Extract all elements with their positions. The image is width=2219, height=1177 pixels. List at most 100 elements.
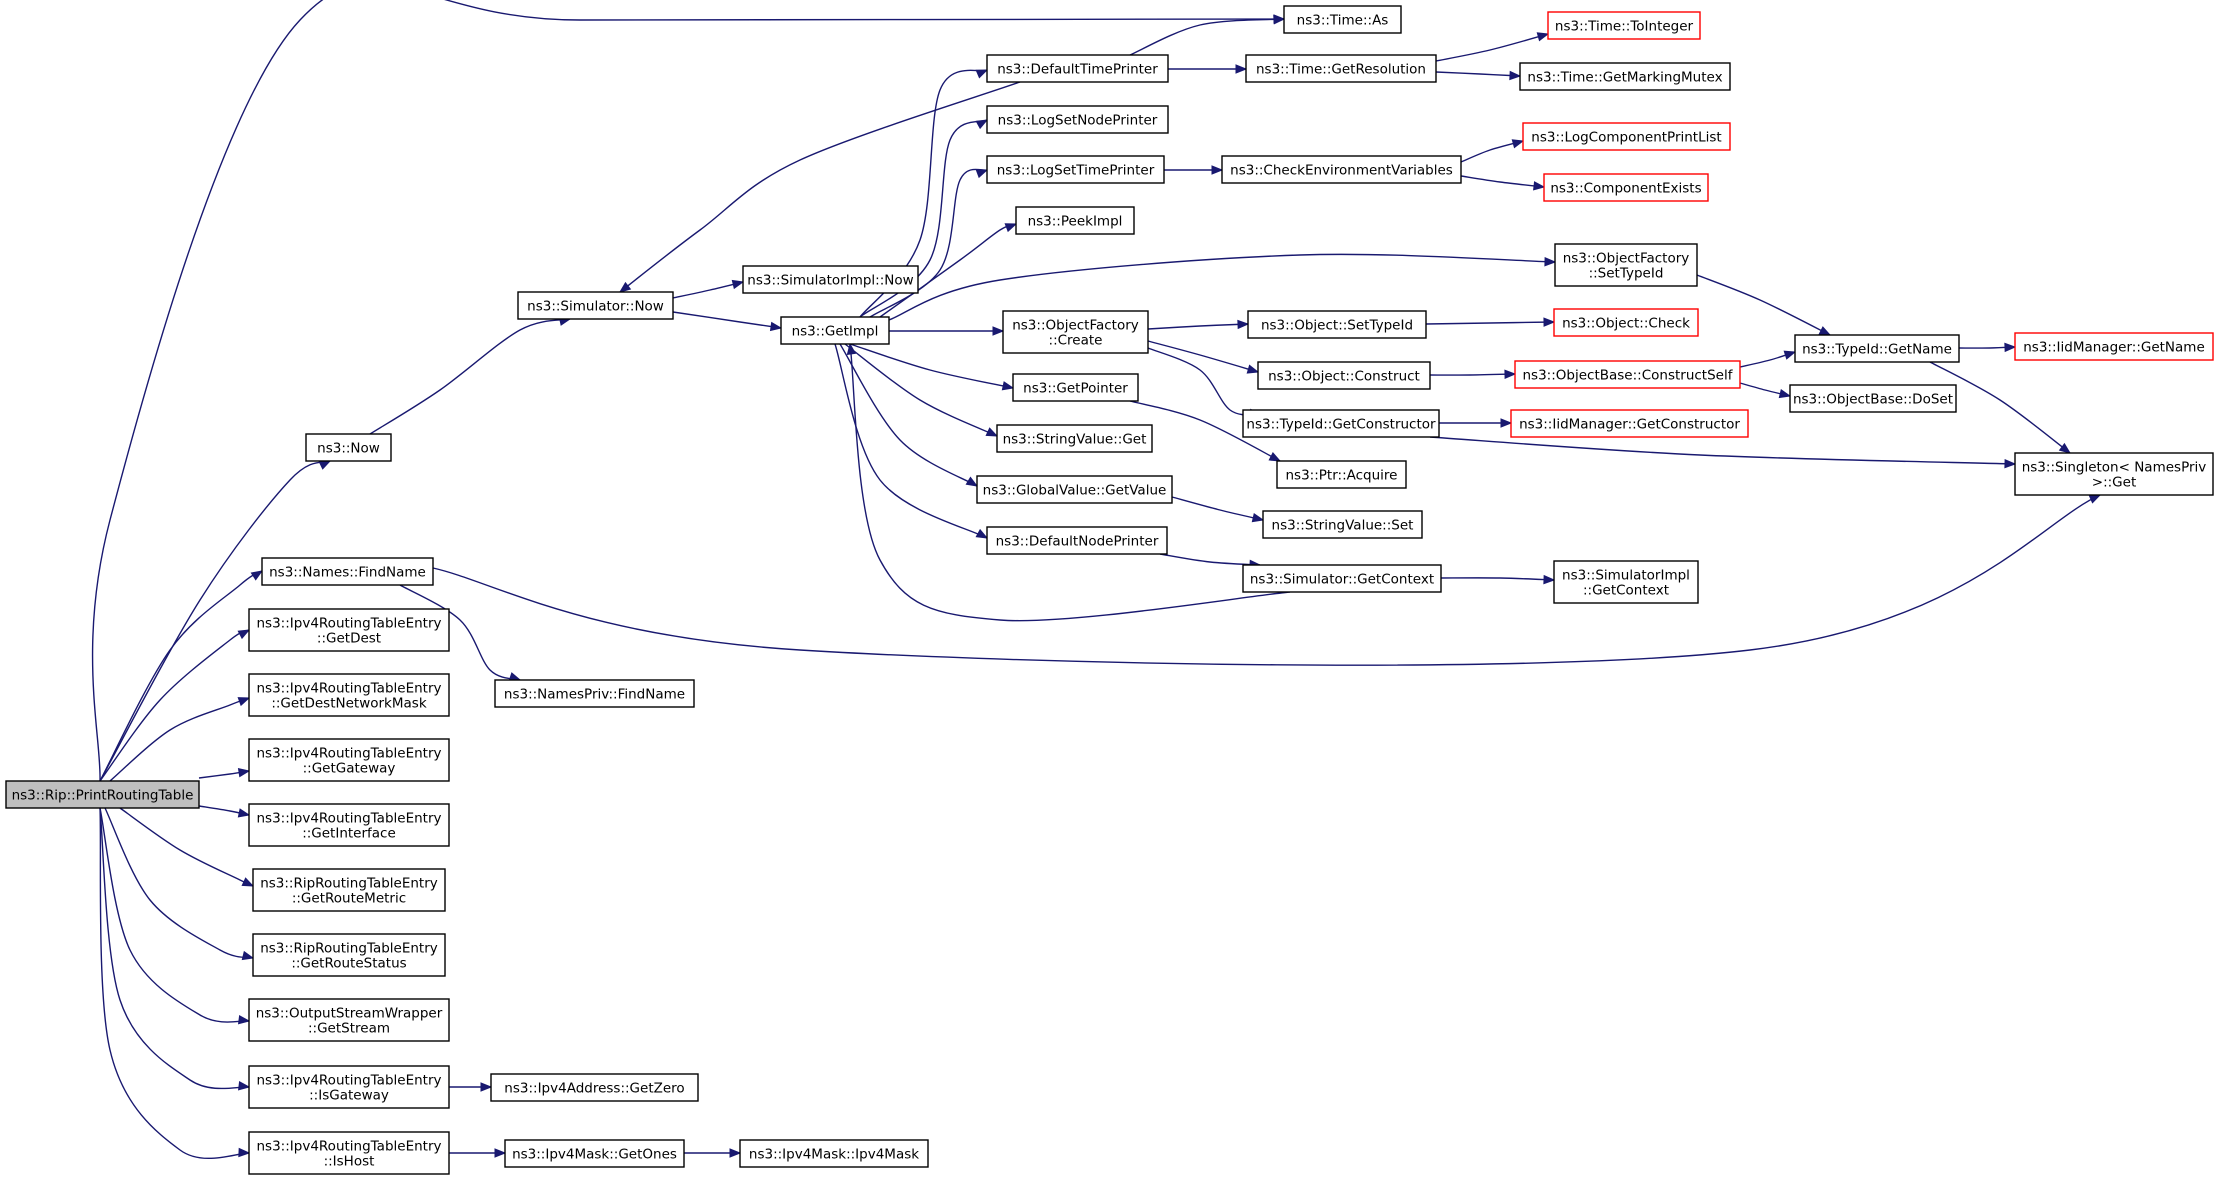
node-box (1789, 384, 1957, 413)
node-simimpl-getcontext[interactable]: ns3::SimulatorImpl::GetContext (1553, 560, 1699, 604)
node-label: ns3::Ipv4RoutingTableEntry (257, 811, 442, 827)
node-peekimpl[interactable]: ns3::PeekImpl (1015, 206, 1135, 235)
node-namespriv-findname[interactable]: ns3::NamesPriv::FindName (494, 679, 695, 708)
node-label: ::GetRouteStatus (291, 956, 406, 972)
arrowhead-icon (985, 427, 999, 437)
node-typeid-getconstructor[interactable]: ns3::TypeId::GetConstructor (1242, 409, 1440, 438)
node-simimpl-now[interactable]: ns3::SimulatorImpl::Now (742, 265, 919, 294)
node-objbase-constructself[interactable]: ns3::ObjectBase::ConstructSelf (1514, 360, 1741, 389)
node-obj-check[interactable]: ns3::Object::Check (1553, 308, 1699, 337)
node-box (1514, 360, 1741, 389)
edge-line (99, 807, 250, 1159)
node-getpointer[interactable]: ns3::GetPointer (1012, 373, 1139, 402)
node-time-as[interactable]: ns3::Time::As (1283, 5, 1402, 34)
edge-line (432, 494, 2101, 666)
node-label: ns3::NamesPriv::FindName (504, 687, 685, 703)
node-singleton-get[interactable]: ns3::Singleton< NamesPriv>::Get (2014, 452, 2214, 496)
node-label: ::GetInterface (302, 826, 396, 842)
node-rte-getdestnetworkmask[interactable]: ns3::Ipv4RoutingTableEntry::GetDestNetwo… (248, 673, 450, 717)
node-time-getres[interactable]: ns3::Time::GetResolution (1245, 54, 1437, 83)
node-label: ::SetTypeId (1589, 266, 1664, 282)
node-iidmgr-getconstructor[interactable]: ns3::IidManager::GetConstructor (1510, 409, 1749, 438)
node-of-settypeid[interactable]: ns3::ObjectFactory::SetTypeId (1554, 243, 1698, 287)
node-box (986, 105, 1169, 134)
edge-line (672, 281, 744, 299)
node-logcomponentprintlist[interactable]: ns3::LogComponentPrintList (1522, 122, 1731, 151)
arrowhead-icon (238, 1015, 251, 1025)
node-root[interactable]: ns3::Rip::PrintRoutingTable (5, 780, 200, 809)
node-ptr-acquire[interactable]: ns3::Ptr::Acquire (1276, 460, 1407, 489)
node-riprte-getroutestatus[interactable]: ns3::RipRoutingTableEntry::GetRouteStatu… (252, 933, 446, 977)
node-box (504, 1139, 685, 1168)
arrowhead-icon (237, 767, 251, 778)
node-stringvalue-get[interactable]: ns3::StringValue::Get (996, 424, 1153, 453)
edge-getpointer-to-ptr_acquire (1129, 400, 1282, 462)
arrowhead-icon (1543, 574, 1556, 585)
node-names-findname[interactable]: ns3::Names::FindName (261, 557, 434, 586)
node-globalvalue-getvalue[interactable]: ns3::GlobalValue::GetValue (976, 475, 1173, 504)
node-time-getmarkingmutex[interactable]: ns3::Time::GetMarkingMutex (1519, 62, 1731, 91)
node-stringvalue-set[interactable]: ns3::StringValue::Set (1262, 510, 1423, 539)
arrowhead-icon (1001, 381, 1015, 391)
function-nodes: ns3::Rip::PrintRoutingTable ns3::Time::As… (5, 5, 2214, 1175)
edge-of_create-to-typeid_getconstructor (1147, 347, 1262, 418)
node-rte-ishost[interactable]: ns3::Ipv4RoutingTableEntry::IsHost (248, 1131, 450, 1175)
node-time-tointeger[interactable]: ns3::Time::ToInteger (1547, 11, 1701, 40)
edge-sim_now-to-simimpl_now (672, 279, 745, 299)
node-of-create[interactable]: ns3::ObjectFactory::Create (1002, 310, 1149, 354)
node-now[interactable]: ns3::Now (305, 433, 392, 462)
edge-sim_now-to-getimpl (672, 311, 783, 332)
node-label: ns3::Time::ToInteger (1555, 19, 1694, 35)
node-ipv4mask-ipv4mask[interactable]: ns3::Ipv4Mask::Ipv4Mask (739, 1139, 929, 1168)
edge-rte_ishost-to-ipv4mask_getones (448, 1148, 507, 1158)
node-componentexists[interactable]: ns3::ComponentExists (1543, 173, 1709, 202)
edge-getimpl-to-globalvalue_getvalue (839, 343, 979, 487)
edge-typeid_getconstructor-to-singleton_get (1429, 436, 2017, 469)
node-getimpl[interactable]: ns3::GetImpl (780, 316, 890, 345)
node-obj-settypeid[interactable]: ns3::Object::SetTypeId (1247, 310, 1427, 339)
node-rte-getinterface[interactable]: ns3::Ipv4RoutingTableEntry::GetInterface (248, 803, 450, 847)
node-objbase-doset[interactable]: ns3::ObjectBase::DoSet (1789, 384, 1957, 413)
arrowhead-icon (1536, 32, 1550, 42)
node-label: ns3::Ipv4Mask::Ipv4Mask (749, 1147, 919, 1163)
node-checkenv[interactable]: ns3::CheckEnvironmentVariables (1221, 155, 1462, 184)
node-ipv4mask-getones[interactable]: ns3::Ipv4Mask::GetOnes (504, 1139, 685, 1168)
call-edges (91, 0, 2102, 1159)
node-label: ::GetDestNetworkMask (271, 696, 427, 712)
node-label: ns3::PeekImpl (1028, 214, 1123, 230)
arrowhead-icon (250, 570, 264, 581)
node-rte-getdest[interactable]: ns3::Ipv4RoutingTableEntry::GetDest (248, 608, 450, 652)
node-ipv4addr-getzero[interactable]: ns3::Ipv4Address::GetZero (490, 1073, 699, 1102)
edge-getimpl-to-stringvalue_get (844, 343, 999, 437)
edge-getimpl-to-peekimpl (879, 223, 1018, 318)
node-label: ns3::IidManager::GetConstructor (1519, 417, 1740, 433)
node-logsetnodeprinter[interactable]: ns3::LogSetNodePrinter (986, 105, 1169, 134)
edge-line (888, 253, 1556, 321)
node-obj-construct[interactable]: ns3::Object::Construct (1257, 361, 1431, 390)
node-defnodeprinter[interactable]: ns3::DefaultNodePrinter (986, 526, 1168, 555)
node-iidmgr-getname[interactable]: ns3::IidManager::GetName (2014, 332, 2214, 361)
node-box (739, 1139, 929, 1168)
node-sim-now[interactable]: ns3::Simulator::Now (517, 291, 674, 320)
edge-line (1425, 321, 1555, 325)
node-label: ns3::SimulatorImpl (1562, 568, 1690, 584)
node-rte-isgateway[interactable]: ns3::Ipv4RoutingTableEntry::IsGateway (248, 1065, 450, 1109)
node-label: ns3::Ipv4RoutingTableEntry (257, 1139, 442, 1155)
node-label: ns3::Time::GetMarkingMutex (1527, 70, 1722, 86)
arrowhead-icon (1211, 165, 1224, 175)
node-osw-getstream[interactable]: ns3::OutputStreamWrapper::GetStream (248, 998, 450, 1042)
arrowhead-icon (1509, 70, 1522, 81)
node-label: ns3::OutputStreamWrapper (256, 1006, 443, 1022)
edge-getimpl-to-defnodeprinter (834, 343, 989, 539)
node-label: ns3::ObjectBase::DoSet (1793, 392, 1953, 408)
edge-root-to-riprte_getroutestatus (104, 807, 255, 961)
node-sim-getcontext[interactable]: ns3::Simulator::GetContext (1242, 564, 1442, 593)
edge-objbase_constructself-to-objbase_doset (1739, 382, 1792, 399)
node-rte-getgateway[interactable]: ns3::Ipv4RoutingTableEntry::GetGateway (248, 738, 450, 782)
node-logsettimeprinter[interactable]: ns3::LogSetTimePrinter (986, 155, 1165, 184)
arrowhead-icon (618, 281, 632, 293)
edge-deftimeprinter-to-sim_now (618, 81, 1021, 293)
node-riprte-getroutemetric[interactable]: ns3::RipRoutingTableEntry::GetRouteMetri… (252, 868, 446, 912)
node-typeid-getname[interactable]: ns3::TypeId::GetName (1794, 334, 1960, 363)
node-deftimeprinter[interactable]: ns3::DefaultTimePrinter (986, 54, 1169, 83)
